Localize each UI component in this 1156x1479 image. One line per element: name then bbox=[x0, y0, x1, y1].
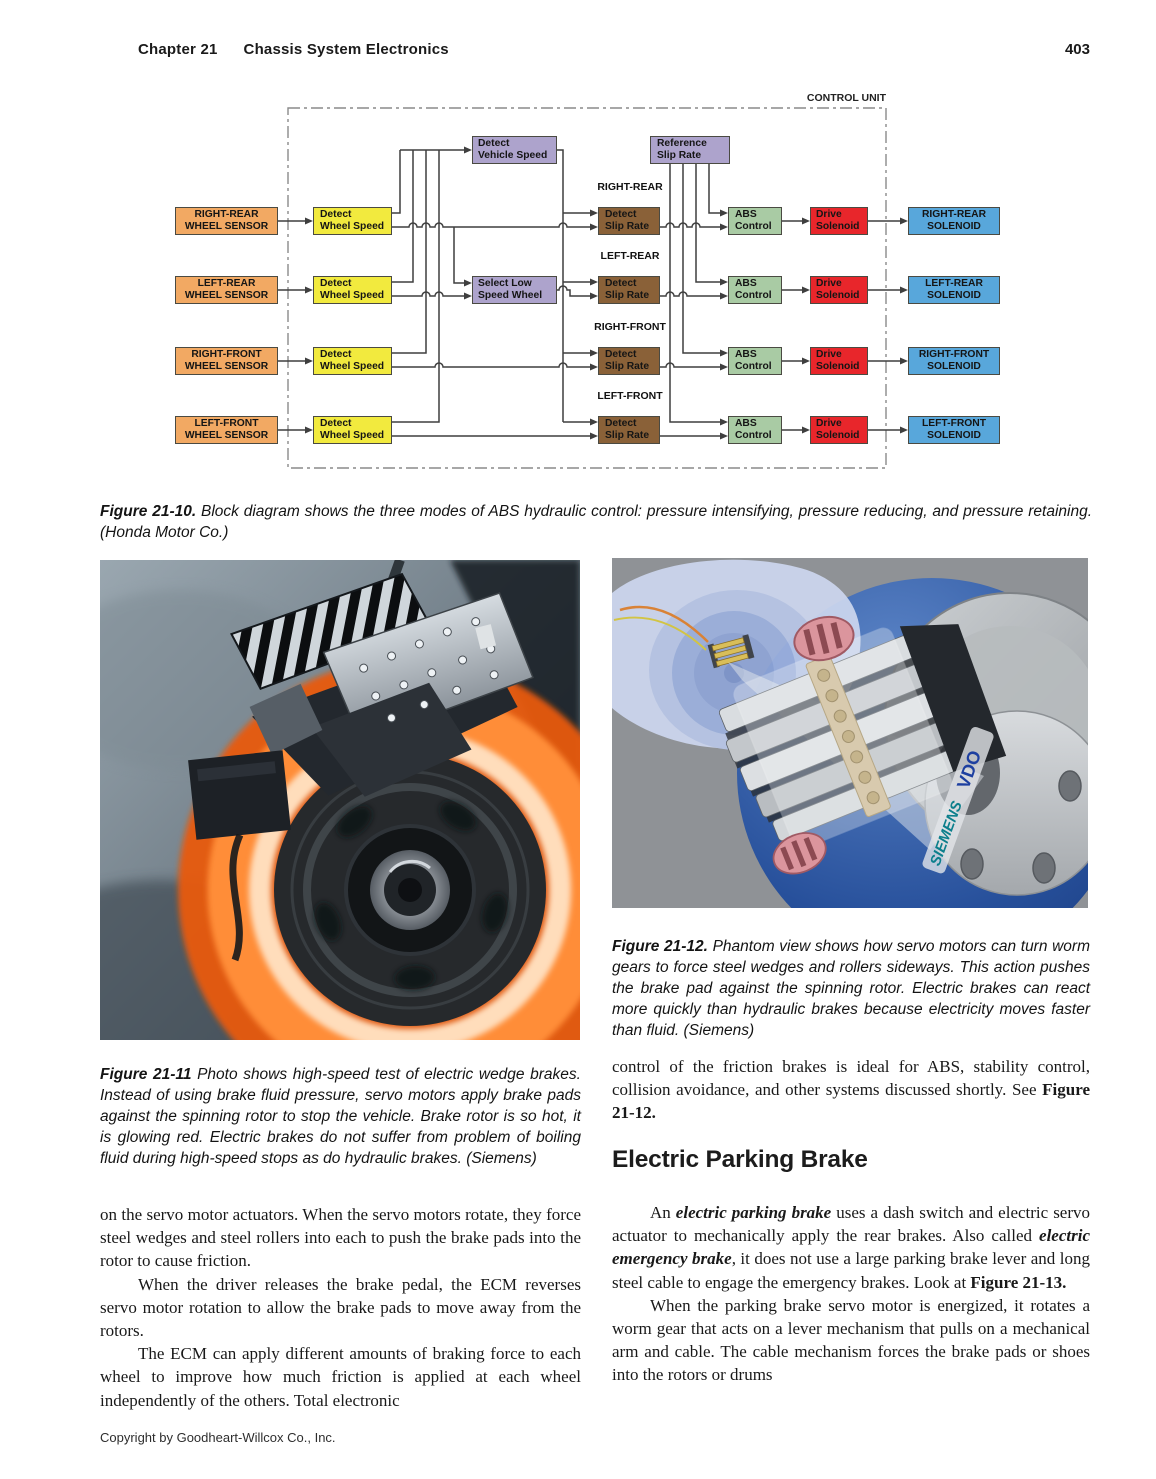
figure-21-11-photo bbox=[100, 560, 580, 1040]
caption-label: Figure 21-10. bbox=[100, 502, 197, 520]
glowing-brake-rotor-photo bbox=[100, 560, 580, 1040]
box-select-low-speed-wheel: Select Low Speed Wheel bbox=[472, 276, 557, 304]
servo-motor-top bbox=[793, 615, 855, 662]
right-intro-text: control of the friction brakes is ideal … bbox=[612, 1055, 1090, 1125]
paragraph: The ECM can apply different amounts of b… bbox=[100, 1344, 581, 1410]
paragraph: When the driver releases the brake pedal… bbox=[100, 1274, 581, 1341]
yellow-wire bbox=[613, 616, 707, 651]
box-detect-slip-rate-4: Detect Slip Rate bbox=[598, 416, 660, 444]
arrowheads bbox=[305, 146, 908, 440]
diagram-wiring bbox=[278, 107, 908, 469]
chapter-label: Chapter 21 bbox=[138, 41, 218, 58]
box-reference-slip-rate: Reference Slip Rate bbox=[650, 136, 730, 164]
cable bbox=[229, 833, 244, 962]
box-detect-wheel-speed-1: Detect Wheel Speed bbox=[313, 207, 392, 235]
row-label-right-front: RIGHT-FRONT bbox=[594, 321, 666, 333]
box-left-front-wheel-sensor: LEFT-FRONT WHEEL SENSOR bbox=[175, 416, 278, 444]
abs-block-diagram: CONTROL UNIT RIGHT-REAR WHEEL SENSOR LEF… bbox=[160, 90, 1010, 480]
box-detect-wheel-speed-3: Detect Wheel Speed bbox=[313, 347, 392, 375]
right-text-column: An electric parking brake uses a dash sw… bbox=[612, 1201, 1090, 1387]
caption-figure-21-10: Figure 21-10. Block diagram shows the th… bbox=[100, 502, 1092, 541]
caption-label: Figure 21-11 bbox=[100, 1065, 192, 1083]
row-label-right-rear: RIGHT-REAR bbox=[597, 181, 663, 193]
figure-21-12-photo: SIEMENS VDO bbox=[612, 558, 1088, 908]
box-left-rear-wheel-sensor: LEFT-REAR WHEEL SENSOR bbox=[175, 276, 278, 304]
box-right-front-solenoid: RIGHT-FRONT SOLENOID bbox=[908, 347, 1000, 375]
orange-wire bbox=[619, 605, 709, 643]
paragraph: control of the friction brakes is ideal … bbox=[612, 1057, 1090, 1123]
box-abs-control-2: ABS Control bbox=[728, 276, 782, 304]
box-abs-control-4: ABS Control bbox=[728, 416, 782, 444]
left-text-column: on the servo motor actuators. When the s… bbox=[100, 1203, 581, 1412]
box-detect-wheel-speed-2: Detect Wheel Speed bbox=[313, 276, 392, 304]
box-drive-solenoid-1: Drive Solenoid bbox=[810, 207, 868, 235]
box-left-rear-solenoid: LEFT-REAR SOLENOID bbox=[908, 276, 1000, 304]
control-unit-border bbox=[287, 107, 887, 469]
phantom-caliper bbox=[718, 615, 1007, 875]
caliper-label bbox=[475, 624, 497, 650]
box-right-front-wheel-sensor: RIGHT-FRONT WHEEL SENSOR bbox=[175, 347, 278, 375]
row-label-left-front: LEFT-FRONT bbox=[597, 390, 663, 402]
paragraph: on the servo motor actuators. When the s… bbox=[100, 1205, 581, 1271]
electric-brake-render: SIEMENS VDO bbox=[612, 558, 1088, 908]
box-left-front-solenoid: LEFT-FRONT SOLENOID bbox=[908, 416, 1000, 444]
box-abs-control-1: ABS Control bbox=[728, 207, 782, 235]
box-detect-slip-rate-2: Detect Slip Rate bbox=[598, 276, 660, 304]
section-heading: Electric Parking Brake bbox=[612, 1146, 868, 1173]
box-detect-vehicle-speed: Detect Vehicle Speed bbox=[472, 136, 557, 164]
wedge-brake-caliper bbox=[230, 572, 534, 797]
paragraph: When the parking brake servo motor is en… bbox=[612, 1295, 1090, 1385]
box-right-rear-wheel-sensor: RIGHT-REAR WHEEL SENSOR bbox=[175, 207, 278, 235]
control-unit-label: CONTROL UNIT bbox=[806, 92, 886, 104]
box-detect-wheel-speed-4: Detect Wheel Speed bbox=[313, 416, 392, 444]
box-detect-slip-rate-1: Detect Slip Rate bbox=[598, 207, 660, 235]
caption-figure-21-11: Figure 21-11 Photo shows high-speed test… bbox=[100, 1065, 581, 1167]
paragraph: An electric parking brake uses a dash sw… bbox=[612, 1203, 1091, 1292]
box-drive-solenoid-2: Drive Solenoid bbox=[810, 276, 868, 304]
box-detect-slip-rate-3: Detect Slip Rate bbox=[598, 347, 660, 375]
box-drive-solenoid-4: Drive Solenoid bbox=[810, 416, 868, 444]
copyright-footer: Copyright by Goodheart-Willcox Co., Inc. bbox=[100, 1430, 336, 1445]
box-drive-solenoid-3: Drive Solenoid bbox=[810, 347, 868, 375]
chapter-title: Chassis System Electronics bbox=[243, 41, 449, 58]
page-header: Chapter 21 Chassis System Electronics bbox=[138, 41, 449, 58]
row-label-left-rear: LEFT-REAR bbox=[600, 250, 660, 262]
caption-figure-21-12: Figure 21-12. Phantom view shows how ser… bbox=[612, 937, 1090, 1039]
sensor-box bbox=[188, 750, 291, 840]
mini-caliper bbox=[707, 634, 755, 669]
page-number: 403 bbox=[1064, 41, 1090, 58]
box-abs-control-3: ABS Control bbox=[728, 347, 782, 375]
box-right-rear-solenoid: RIGHT-REAR SOLENOID bbox=[908, 207, 1000, 235]
servo-motor-bottom bbox=[772, 832, 827, 875]
caption-label: Figure 21-12. bbox=[612, 937, 708, 955]
